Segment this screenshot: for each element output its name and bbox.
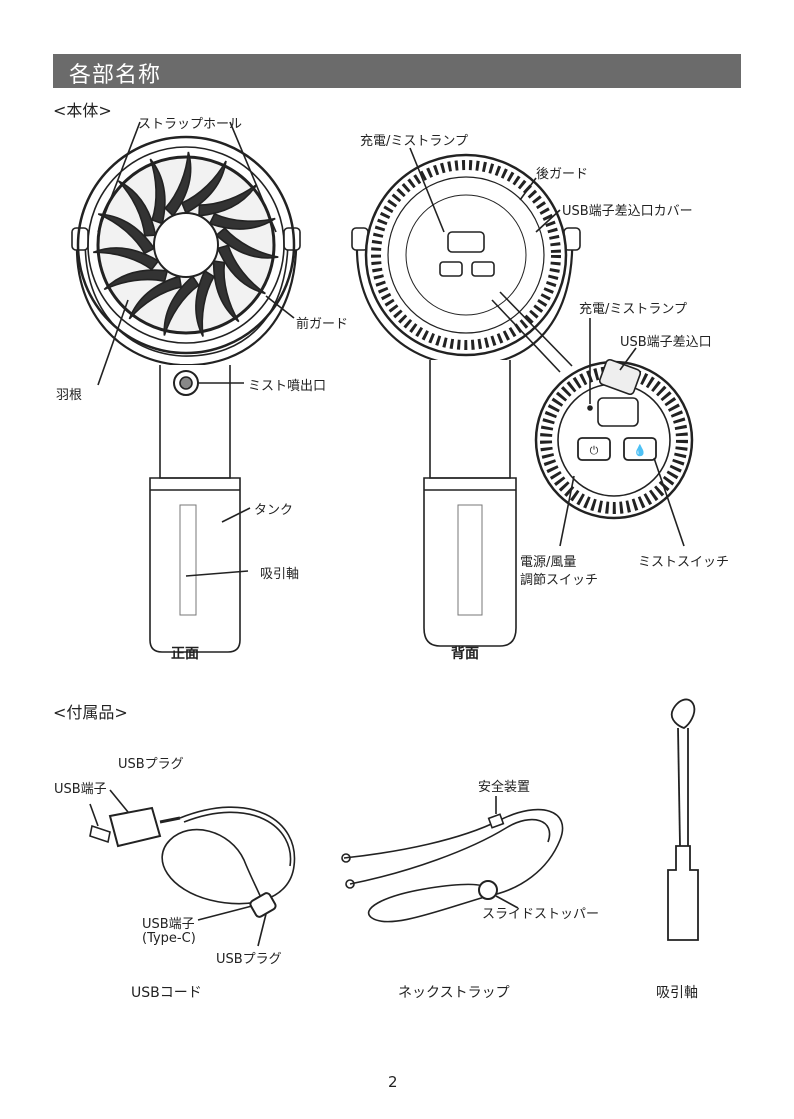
page-number: 2 bbox=[388, 1073, 398, 1091]
caption-shaft: 吸引軸 bbox=[656, 982, 698, 1002]
label-usb-terminal-c-line1: USB端子 bbox=[142, 913, 195, 932]
label-power-switch-line2: 調節スイッチ bbox=[520, 569, 598, 588]
label-strap-hole: ストラップホール bbox=[138, 113, 242, 132]
label-front-guard: 前ガード bbox=[296, 313, 348, 332]
label-charge-lamp-top: 充電/ミストランプ bbox=[360, 130, 468, 149]
accessories-heading: <付属品> bbox=[53, 699, 128, 723]
caption-front: 正面 bbox=[171, 643, 199, 663]
label-slide-stopper: スライドストッパー bbox=[482, 903, 599, 922]
suction-shaft-drawing bbox=[668, 699, 698, 940]
label-rear-guard: 後ガード bbox=[536, 163, 588, 182]
caption-usb-cord: USBコード bbox=[131, 982, 202, 1002]
label-safety-device: 安全装置 bbox=[478, 776, 530, 795]
label-blade: 羽根 bbox=[56, 384, 82, 403]
label-power-switch-line1: 電源/風量 bbox=[520, 551, 576, 570]
label-suction-shaft: 吸引軸 bbox=[260, 563, 299, 582]
caption-neck-strap: ネックストラップ bbox=[398, 982, 510, 1002]
svg-text:💧: 💧 bbox=[633, 444, 647, 457]
label-usb-terminal-top: USB端子 bbox=[54, 778, 107, 797]
label-usb-plug-bottom: USBプラグ bbox=[216, 948, 282, 967]
label-charge-lamp-zoom: 充電/ミストランプ bbox=[579, 298, 687, 317]
label-usb-cover: USB端子差込口カバー bbox=[562, 200, 693, 219]
label-mist-switch: ミストスイッチ bbox=[638, 551, 729, 570]
label-usb-port: USB端子差込口 bbox=[620, 331, 712, 350]
caption-back: 背面 bbox=[451, 643, 479, 663]
label-mist-outlet: ミスト噴出口 bbox=[248, 375, 326, 394]
label-usb-terminal-c-line2: (Type-C) bbox=[142, 931, 196, 946]
label-tank: タンク bbox=[254, 499, 293, 518]
label-usb-plug-top: USBプラグ bbox=[118, 753, 184, 772]
svg-text:⏻: ⏻ bbox=[590, 444, 599, 457]
